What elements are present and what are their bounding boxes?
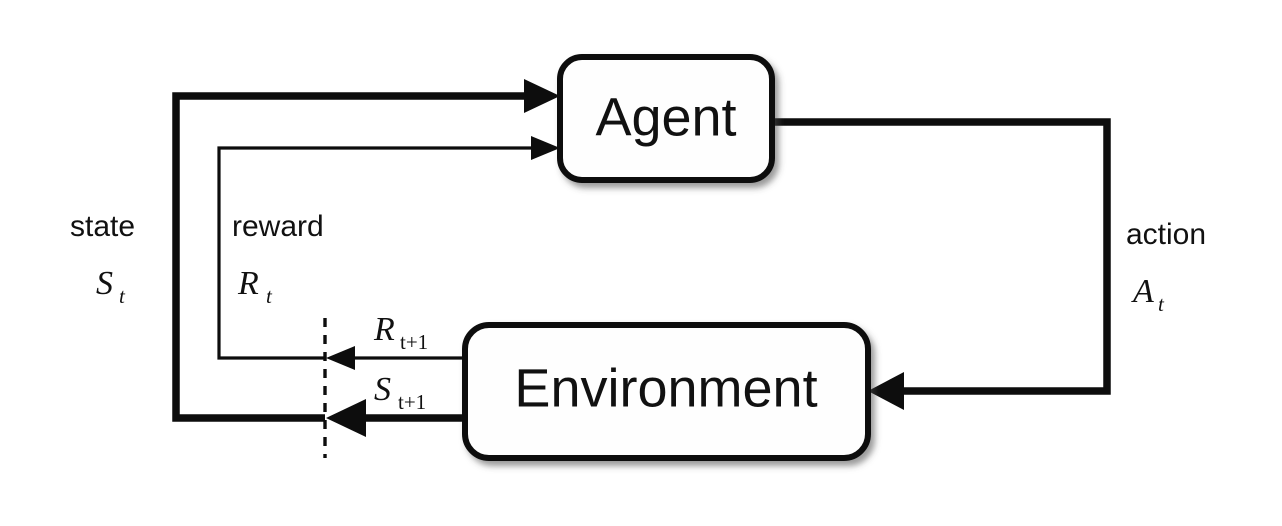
action-word-label: action [1126, 218, 1206, 251]
state-label-group: state S t [70, 210, 135, 308]
next-reward-arrowhead-icon [326, 346, 355, 370]
state-word-label: state [70, 210, 135, 243]
agent-label: Agent [595, 87, 736, 147]
edge-action-to-environment [772, 118, 1111, 410]
next-state-arrowhead-icon [326, 399, 366, 437]
next-state-symbol-label: S [374, 371, 391, 408]
edge-next-state-out [326, 399, 465, 437]
state-arrowhead-icon [524, 79, 560, 113]
state-subscript-label: t [119, 284, 126, 308]
edge-next-reward-out [326, 346, 465, 370]
next-state-subscript-label: t+1 [398, 390, 426, 414]
edge-state-to-agent [172, 79, 560, 422]
action-arrowhead-icon [868, 372, 904, 410]
agent-node[interactable]: Agent [557, 54, 775, 183]
action-label-group: action A t [1126, 218, 1206, 316]
reward-path-line [217, 146, 534, 360]
state-path-line [172, 92, 528, 422]
action-path-line [772, 118, 1111, 395]
action-subscript-label: t [1158, 292, 1165, 316]
reward-word-label: reward [232, 210, 324, 243]
reward-subscript-label: t [266, 284, 273, 308]
next-reward-label-group: R t+1 [373, 311, 428, 354]
reward-symbol-label: R [237, 265, 259, 302]
environment-box[interactable] [462, 322, 871, 461]
agent-box[interactable] [557, 54, 775, 183]
environment-node[interactable]: Environment [462, 322, 871, 461]
next-reward-subscript-label: t+1 [400, 330, 428, 354]
state-symbol-label: S [96, 265, 113, 302]
next-state-label-group: S t+1 [374, 371, 426, 414]
reward-label-group: reward R t [232, 210, 324, 308]
next-reward-symbol-label: R [373, 311, 395, 348]
action-symbol-label: A [1131, 273, 1154, 310]
edge-reward-to-agent [217, 136, 560, 360]
reward-arrowhead-icon [531, 136, 560, 160]
environment-label: Environment [514, 358, 817, 418]
